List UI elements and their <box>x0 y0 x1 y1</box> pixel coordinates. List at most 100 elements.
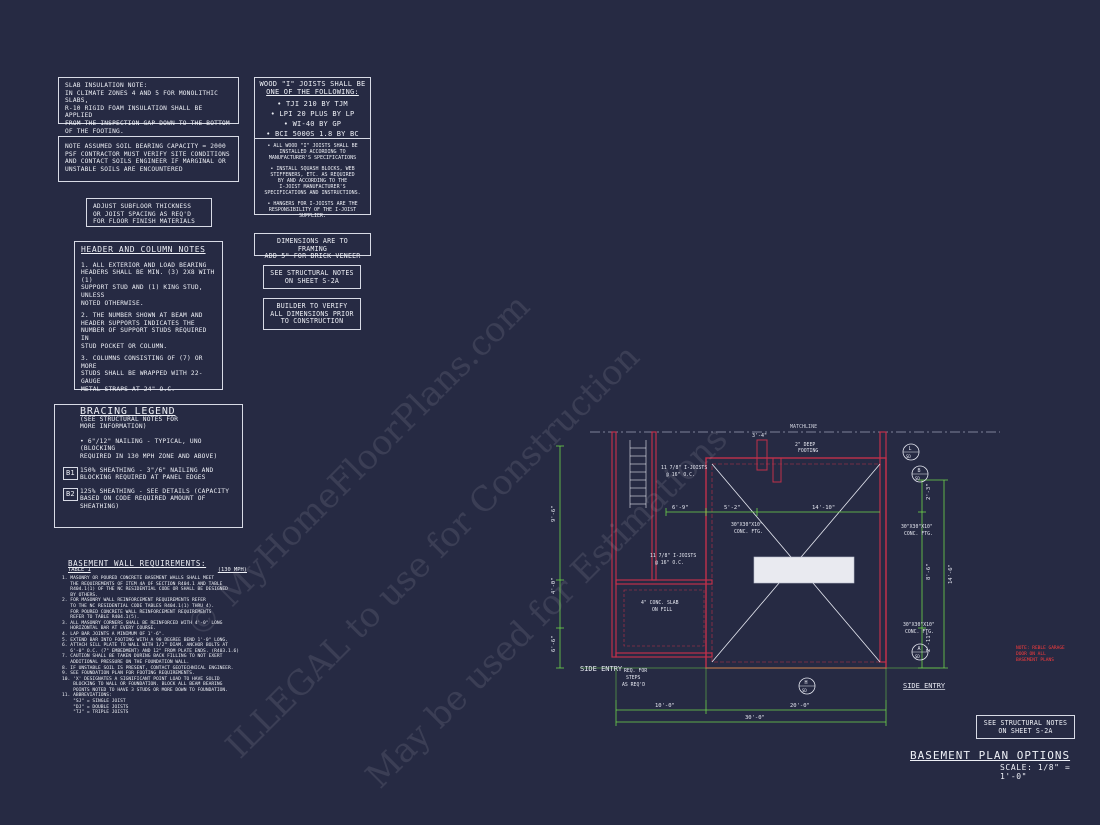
marker-letter: A <box>918 646 921 652</box>
bracing-b1: B1 150% SHEATHING - 3"/6" NAILING AND BL… <box>63 466 234 482</box>
red-note: BASEMENT PLANS <box>1016 657 1054 663</box>
joists-label: 11 7/8" I-JOISTS <box>661 465 707 471</box>
stair-treads <box>629 440 647 508</box>
subfloor-note-line: FOR FLOOR FINISH MATERIALS <box>93 218 196 226</box>
footing-label: CONC. FTG. <box>734 529 763 535</box>
slab-note-line: IN CLIMATE ZONES 4 AND 5 FOR MONOLITHIC … <box>65 89 219 105</box>
footing-label: CONC. FTG. <box>905 629 934 635</box>
room-wall <box>615 579 713 585</box>
dim-label: 2'-3" <box>926 483 932 500</box>
note-line: STUD POCKET OR COLUMN. <box>81 342 168 350</box>
dim-label: 4'-0" <box>551 577 557 594</box>
center-beam-label-box <box>753 556 855 584</box>
joist-option: • BCI 5000s 1.8 BY BC <box>266 130 359 139</box>
note-line: SUPPORT STUD AND (1) KING STUD, UNLESS <box>81 284 203 299</box>
joist-option: • WI-40 BY GP <box>283 120 342 129</box>
note-line: HEADERS SHALL BE MIN. (3) 2x8 WITH (1) <box>81 269 215 284</box>
deep-footing-label: 2" DEEP <box>795 442 815 448</box>
basement-req-line: THE REQUIREMENTS OF ITEM 4a OF SECTION R… <box>62 581 223 587</box>
joist-option: • TJI 210 BY TJM <box>277 100 348 109</box>
b2-tag: B2 <box>63 487 78 501</box>
basement-req-line: "TJ" = TRIPLE JOISTS <box>62 710 129 716</box>
dim-label: 5'-2" <box>724 505 741 511</box>
right-wall <box>879 431 887 663</box>
dim-label: 20'-0" <box>790 703 810 709</box>
bracing-sub: (SEE STRUCTURAL NOTES FOR <box>80 415 179 423</box>
structural-notes-ref: SEE STRUCTURAL NOTES ON SHEET S-2a <box>263 265 361 289</box>
basement-req-line: 5. EXTEND BAR INTO FOOTING WITH A 90 DEG… <box>62 637 228 643</box>
basement-req-line: 11. ABBREVIATIONS: <box>62 693 112 699</box>
footing-label: 30"x30"x10" <box>731 522 763 528</box>
slab-note-line: FROM THE INSPECTION GAP DOWN TO THE BOTT… <box>65 119 230 127</box>
note-line: STUDS SHALL BE WRAPPED WITH 22-GAUGE <box>81 370 203 385</box>
basement-req-table: TABLE 1 (130 MPH) <box>68 567 247 576</box>
dim-label: 8'-6" <box>926 563 932 580</box>
structural-notes-ref-bottom: SEE STRUCTURAL NOTES ON SHEET S-2a <box>976 715 1075 739</box>
plan-scale: SCALE: 1/8" = 1'-0" <box>1000 763 1071 781</box>
bracing-b2: B2 125% SHEATHING - SEE DETAILS (CAPACIT… <box>63 487 234 511</box>
slab-label: ON FILL <box>652 607 672 613</box>
joist-option: • LPI 20 PLUS BY LP <box>270 110 355 119</box>
dim-label: 9'-6" <box>551 505 557 522</box>
marker-letter: B <box>918 468 921 474</box>
basement-req-line: BLOCKING TO WALL OR FOUNDATION. BLOCK AL… <box>62 682 223 688</box>
note-line: SEE STRUCTURAL NOTES <box>270 269 354 277</box>
bracing-title: BRACING LEGEND <box>80 406 176 417</box>
left-wall <box>611 431 617 658</box>
footing-label: 30"x30"x10" <box>903 622 935 628</box>
basement-req-line: ADDITIONAL PRESSURE ON THE FOUNDATION WA… <box>62 659 190 665</box>
basement-req-line: REFER TO TABLE R404.1(5). <box>62 615 140 621</box>
soil-note-line: AND CONTACT SOILS ENGINEER IF MARGINAL O… <box>65 158 226 166</box>
joists-label: @ 16" O.C. <box>666 472 695 478</box>
marker-sub: SD <box>802 688 807 693</box>
spec-line: MANUFACTURER'S SPECIFICATIONS <box>268 155 357 161</box>
joists-label: @ 16" O.C. <box>655 560 684 566</box>
subfloor-note: ADJUST SUBFLOOR THICKNESS OR JOIST SPACI… <box>86 198 212 227</box>
basement-req-line: 3. ALL MASONRY CORNERS SHALL BE REINFORC… <box>62 620 223 626</box>
notch-pier <box>756 439 768 471</box>
basement-req-line: TO THE NC RESIDENTIAL CODE TABLES R404.1… <box>62 603 215 609</box>
basement-req-line: 1. MASONRY OR POURED CONCRETE BASEMENT W… <box>62 576 215 581</box>
soil-note-line: UNSTABLE SOILS ARE ENCOUNTERED <box>65 165 183 173</box>
notch-pier <box>772 457 782 483</box>
joist-divider <box>254 138 371 139</box>
dim-label: 2'-11" <box>926 632 932 652</box>
bracing-sub: MORE INFORMATION) <box>80 423 147 431</box>
spec-line: • INSTALL SQUASH BLOCKS, WEB <box>270 166 355 172</box>
marker-sub: SD <box>915 654 920 659</box>
marker-letter: L <box>909 446 912 452</box>
basement-req-line: 4. LAP BAR JOINTS A MINIMUM OF 1'-6". <box>62 631 165 637</box>
basement-wall-requirements: BASEMENT WALL REQUIREMENTS: TABLE 1 (130… <box>62 559 247 716</box>
dimensions-framing-note: DIMENSIONS ARE TO FRAMING ADD 5" FOR BRI… <box>254 233 371 260</box>
basement-req-line: BY OTHERS. <box>62 592 98 598</box>
note-line: NOTED OTHERWISE. <box>81 299 144 307</box>
joists-label: 11 7/8" I-JOISTS <box>650 553 696 559</box>
steps-label: STEPS <box>626 675 641 681</box>
note-line: ON SHEET S-2a <box>998 726 1053 735</box>
basement-req-line: 7. CAUTION SHALL BE TAKEN DURING BACK FI… <box>62 654 223 660</box>
section-marker-h: H SD <box>798 677 816 695</box>
header-notes-title: HEADER AND COLUMN NOTES <box>81 245 206 254</box>
note-line: 150% SHEATHING - 3"/6" NAILING AND <box>80 466 214 474</box>
slab-insulation-note: SLAB INSULATION NOTE: IN CLIMATE ZONES 4… <box>58 77 239 135</box>
red-note: DOOR ON ALL <box>1016 651 1046 657</box>
bracing-legend: BRACING LEGEND (SEE STRUCTURAL NOTES FOR… <box>54 404 243 528</box>
red-note: NOTE: REBLE GARAGE <box>1016 645 1065 651</box>
header-note-item: 1. ALL EXTERIOR AND LOAD BEARING HEADERS… <box>81 262 216 308</box>
basement-req-line: POINTS NOTED TO HAVE 3 STUDS OR MORE DOW… <box>62 687 228 693</box>
section-marker-a: A SD <box>911 643 929 661</box>
joist-title: WOOD "I" JOISTS SHALL BE <box>259 80 366 88</box>
dim-label: 14'-10" <box>812 505 835 511</box>
note-line: ADD 5" FOR BRICK VENEER <box>264 252 361 261</box>
dim-label: 3'-4" <box>752 433 767 439</box>
soil-bearing-note: NOTE ASSUMED SOIL BEARING CAPACITY = 200… <box>58 136 239 182</box>
note-line: DIMENSIONS ARE TO FRAMING <box>277 237 348 253</box>
bracing-item: REQUIRED IN 130 MPH ZONE AND ABOVE) <box>80 452 218 460</box>
builder-verify-note: BUILDER TO VERIFY ALL DIMENSIONS PRIOR T… <box>263 298 361 330</box>
note-line: SEE STRUCTURAL NOTES <box>983 719 1068 727</box>
subfloor-note-line: OR JOIST SPACING AS REQ'D <box>93 210 192 218</box>
marker-letter: H <box>805 680 808 686</box>
note-line: BLOCKING REQUIRED AT PANEL EDGES <box>80 474 206 482</box>
deep-footing-label: FOOTING <box>798 448 818 454</box>
